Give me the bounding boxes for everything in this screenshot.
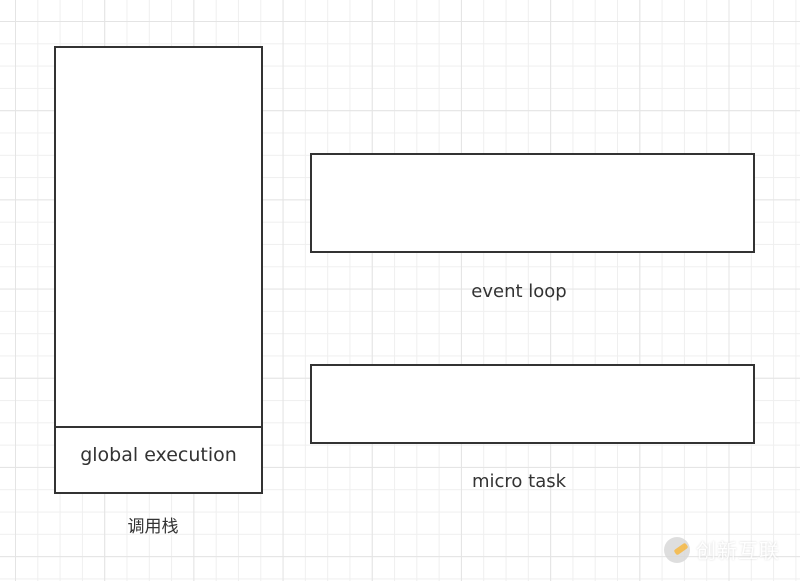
watermark-text: 创新互联 [696,539,780,563]
watermark: 创新互联 [664,535,780,564]
logo-icon [664,536,690,563]
stack-divider [56,426,261,428]
call-stack-box: global execution [54,46,263,494]
event-loop-label: event loop [471,281,567,302]
call-stack-label: 调用栈 [127,517,179,537]
event-loop-box [310,153,755,253]
micro-task-label: micro task [471,471,567,492]
stack-frame-global-execution: global execution [80,444,237,466]
micro-task-box [310,364,755,444]
